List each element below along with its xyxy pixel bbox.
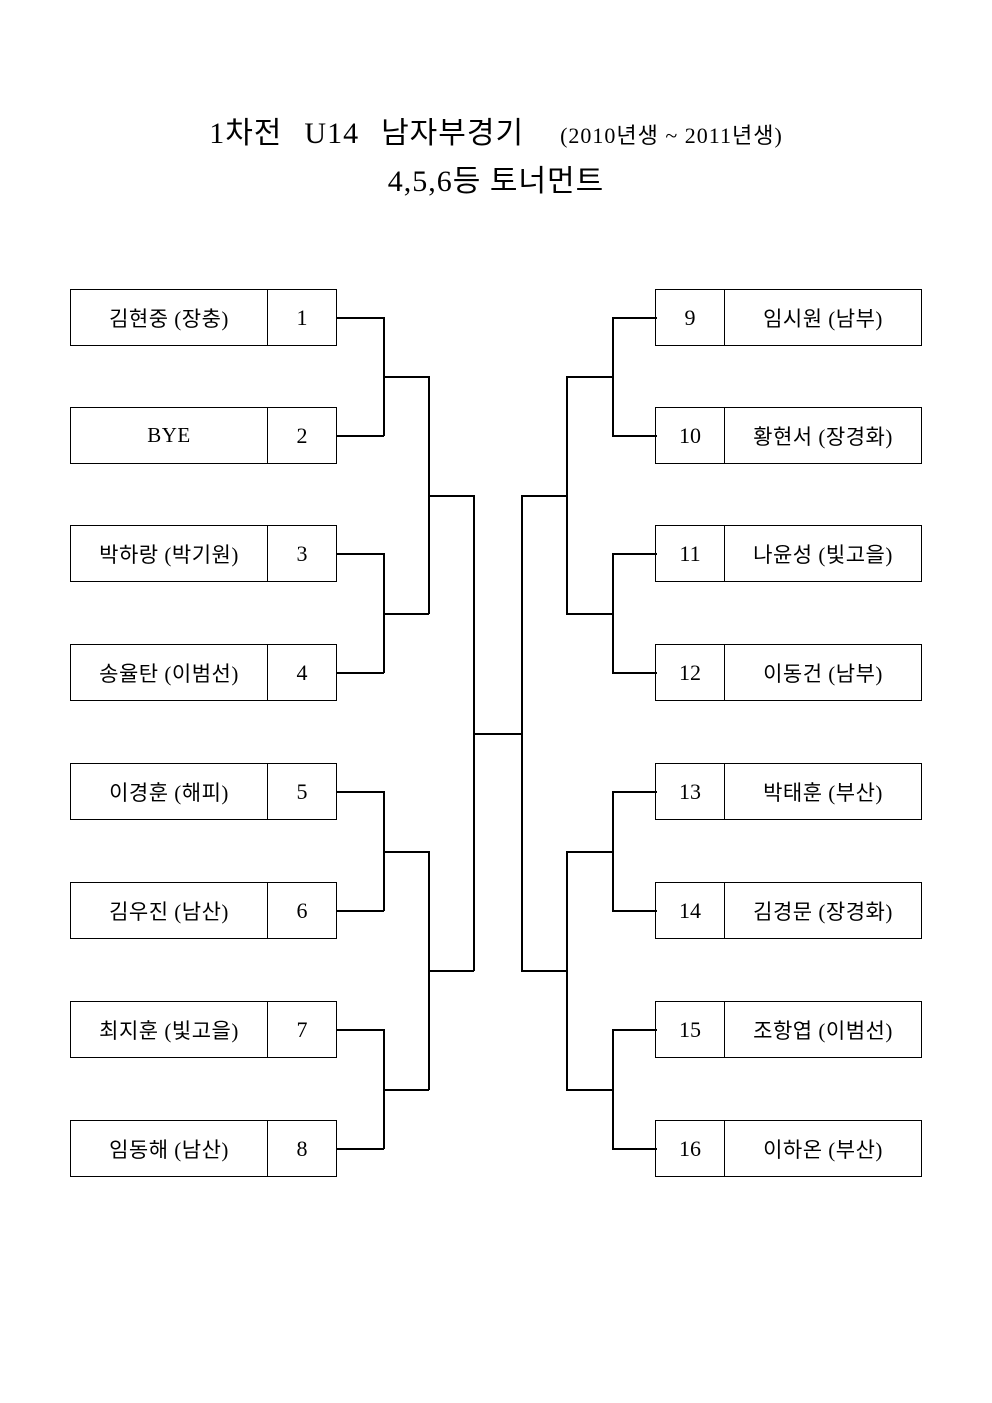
- connector-line: [521, 970, 567, 972]
- player-seed: 1: [267, 290, 336, 345]
- player-name: 임시원 (남부): [763, 306, 883, 331]
- bracket-slot-15[interactable]: 조항엽 (이범선) 15: [655, 1001, 922, 1058]
- bracket-slot-14[interactable]: 김경문 (장경화) 14: [655, 882, 922, 939]
- connector-line: [383, 376, 429, 378]
- connector-line: [612, 672, 657, 674]
- player-name: 이동건 (남부): [763, 661, 883, 686]
- connector-line: [337, 553, 384, 555]
- player-name: BYE: [147, 423, 191, 447]
- connector-line: [337, 672, 384, 674]
- connector-line: [612, 317, 657, 319]
- player-seed: 11: [656, 526, 725, 581]
- connector-line: [337, 435, 384, 437]
- connector-line: [566, 851, 613, 853]
- page-title: 1차전 U14 남자부경기 (2010년생 ~ 2011년생) 4,5,6등 토너먼트: [0, 112, 992, 204]
- player-seed: 4: [267, 645, 336, 700]
- player-name: 이하온 (부산): [763, 1137, 883, 1162]
- bracket-slot-2[interactable]: BYE 2: [70, 407, 337, 464]
- player-seed: 2: [267, 408, 336, 463]
- title-subtitle: 4,5,6등 토너먼트: [387, 165, 605, 198]
- bracket-slot-1[interactable]: 김현중 (장충) 1: [70, 289, 337, 346]
- connector-line: [383, 613, 429, 615]
- player-seed: 9: [656, 290, 725, 345]
- connector-line: [566, 1089, 613, 1091]
- title-category: 남자부경기: [381, 117, 525, 150]
- player-name: 박태훈 (부산): [763, 780, 883, 805]
- final-connector-line: [473, 733, 522, 735]
- bracket-slot-7[interactable]: 최지훈 (빛고을) 7: [70, 1001, 337, 1058]
- connector-line: [383, 1089, 429, 1091]
- player-name: 조항엽 (이범선): [753, 1018, 893, 1043]
- bracket-slot-10[interactable]: 황현서 (장경화) 10: [655, 407, 922, 464]
- player-name: 황현서 (장경화): [753, 424, 893, 449]
- player-seed: 15: [656, 1002, 725, 1057]
- title-main-line: 1차전 U14 남자부경기 (2010년생 ~ 2011년생): [0, 112, 992, 158]
- player-name: 나윤성 (빛고을): [753, 542, 893, 567]
- bracket-slot-13[interactable]: 박태훈 (부산) 13: [655, 763, 922, 820]
- player-name: 김현중 (장충): [109, 306, 229, 331]
- player-seed: 12: [656, 645, 725, 700]
- title-years-range: (2010년생 ~ 2011년생): [560, 123, 783, 148]
- bracket-slot-8[interactable]: 임동해 (남산) 8: [70, 1120, 337, 1177]
- bracket-slot-12[interactable]: 이동건 (남부) 12: [655, 644, 922, 701]
- player-seed: 10: [656, 408, 725, 463]
- player-seed: 16: [656, 1121, 725, 1176]
- player-name: 박하랑 (박기원): [99, 542, 239, 567]
- connector-line: [428, 970, 474, 972]
- player-name: 최지훈 (빛고을): [99, 1018, 239, 1043]
- bracket-slot-5[interactable]: 이경훈 (해피) 5: [70, 763, 337, 820]
- player-seed: 7: [267, 1002, 336, 1057]
- connector-line: [612, 435, 657, 437]
- player-name: 김경문 (장경화): [753, 899, 893, 924]
- connector-line: [612, 1029, 657, 1031]
- bracket-slot-16[interactable]: 이하온 (부산) 16: [655, 1120, 922, 1177]
- title-round: 1차전: [209, 117, 283, 150]
- player-seed: 14: [656, 883, 725, 938]
- bracket-slot-4[interactable]: 송율탄 (이범선) 4: [70, 644, 337, 701]
- player-name: 임동해 (남산): [109, 1137, 229, 1162]
- bracket-slot-3[interactable]: 박하랑 (박기원) 3: [70, 525, 337, 582]
- title-division: U14: [304, 117, 360, 150]
- bracket-slot-9[interactable]: 임시원 (남부) 9: [655, 289, 922, 346]
- connector-line: [337, 1029, 384, 1031]
- player-seed: 8: [267, 1121, 336, 1176]
- bracket-slot-6[interactable]: 김우진 (남산) 6: [70, 882, 337, 939]
- connector-line: [428, 495, 474, 497]
- player-name: 송율탄 (이범선): [99, 661, 239, 686]
- connector-line: [337, 910, 384, 912]
- connector-line: [337, 791, 384, 793]
- connector-line: [383, 851, 429, 853]
- connector-line: [337, 1148, 384, 1150]
- connector-line: [521, 495, 567, 497]
- player-name: 이경훈 (해피): [109, 780, 229, 805]
- connector-line: [566, 613, 613, 615]
- player-name: 김우진 (남산): [109, 899, 229, 924]
- player-seed: 3: [267, 526, 336, 581]
- connector-line: [612, 791, 657, 793]
- bracket-slot-11[interactable]: 나윤성 (빛고을) 11: [655, 525, 922, 582]
- connector-line: [566, 376, 613, 378]
- player-seed: 13: [656, 764, 725, 819]
- connector-line: [612, 1148, 657, 1150]
- connector-line: [337, 317, 384, 319]
- player-seed: 6: [267, 883, 336, 938]
- connector-line: [612, 910, 657, 912]
- player-seed: 5: [267, 764, 336, 819]
- connector-line: [612, 553, 657, 555]
